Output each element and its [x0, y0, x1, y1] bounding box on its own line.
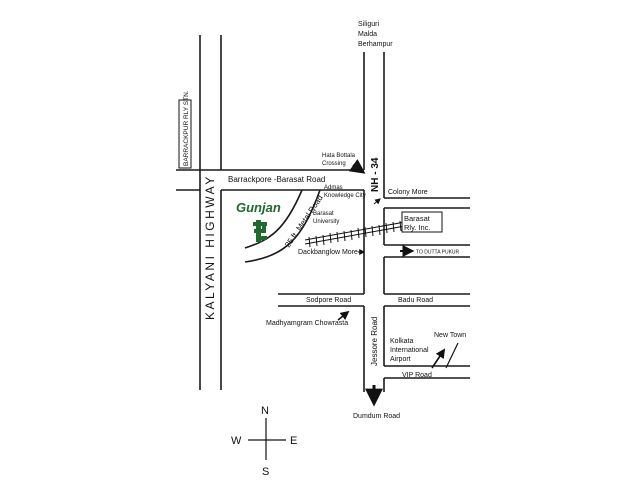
airport-label-3: Airport [390, 356, 411, 363]
barrackpore-barasat-label: Barrackpore -Barasat Road [228, 175, 325, 184]
barrackpur-station-box: BARRACKPUR RLY STN. [178, 90, 192, 169]
colony-more-label: Colony More [388, 189, 428, 196]
compass-rose: N S E W [231, 405, 297, 478]
vip-road [384, 365, 470, 379]
compass-west: W [231, 435, 242, 447]
kalyani-highway-label: KALYANI HIGHWAY [203, 174, 217, 320]
barrackpore-barasat-road [176, 169, 364, 191]
new-town-arrow-1 [431, 348, 446, 369]
colony-more-road [384, 197, 470, 209]
nh34-road [363, 52, 385, 392]
berhampur-label: Berhampur [358, 41, 393, 48]
badu-road [384, 293, 470, 307]
dumdum-road-label: Dumdum Road [353, 413, 400, 420]
admas-arrow [373, 198, 381, 205]
hata-bottala-arrow [348, 158, 366, 174]
barasat-rly-label: Barasat [404, 214, 431, 223]
new-town-label: New Town [434, 332, 466, 339]
airport-label-1: Kolkata [390, 338, 413, 345]
badu-road-label: Badu Road [398, 297, 433, 304]
gunjan-logo-text: Gunjan [236, 200, 281, 215]
barasat-rly-inc-label: Rly. Inc. [404, 223, 431, 232]
hata-bottala-label: Hata Bottala [322, 153, 356, 159]
hata-bottala-crossing-label: Crossing [322, 161, 346, 167]
barrackpur-station-label: BARRACKPUR RLY STN. [183, 90, 190, 166]
siliguri-label: Siliguri [358, 21, 379, 28]
barasat-university-label-2: University [313, 219, 339, 225]
new-town-arrow-2 [445, 342, 459, 369]
nh34-label: NH - 34 [370, 157, 381, 192]
madhyamgram-arrow [337, 310, 350, 321]
barasat-university-label: Barasat [313, 211, 334, 217]
railway-line [304, 220, 406, 248]
jessore-road-label: Jessore Road [370, 317, 379, 366]
gunjan-site-marker [253, 220, 267, 242]
compass-east: E [290, 435, 297, 447]
dackbanglow-label: Dackbanglow More [298, 249, 358, 256]
gunjan-logo: Gunjan [236, 200, 281, 242]
vip-road-label: VIP Road [402, 372, 432, 379]
metal-road [244, 189, 321, 263]
malda-label: Malda [358, 31, 377, 38]
admas-label: Admas [324, 185, 343, 191]
airport-label-2: International [390, 347, 429, 354]
compass-north: N [261, 405, 269, 417]
dutta-pukur-road [384, 244, 470, 258]
barasat-rly-box: Barasat Rly. Inc. [401, 211, 443, 233]
sodpore-road [278, 293, 364, 307]
madhyamgram-label: Madhyamgram Chowrasta [266, 320, 348, 327]
dutta-pukur-label: TO DUTTA PUKUR [416, 250, 460, 256]
admas-knowledge-city-label: Knowledge City [324, 193, 366, 199]
kalyani-highway [199, 35, 222, 390]
sodpore-road-label: Sodpore Road [306, 297, 351, 304]
compass-south: S [262, 466, 269, 478]
